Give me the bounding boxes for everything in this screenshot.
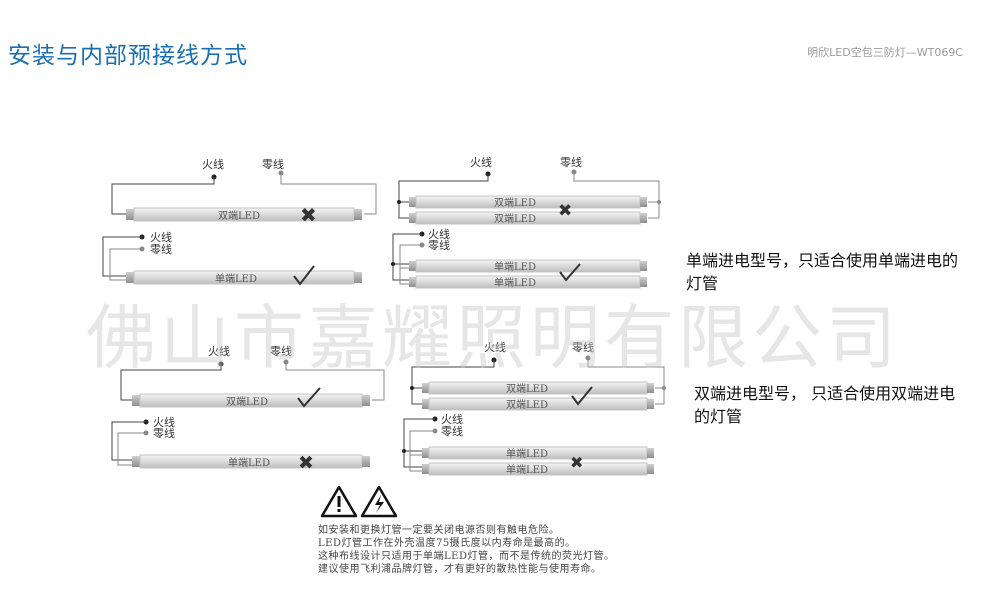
double-led-tube: 双端LED bbox=[132, 393, 370, 408]
tube-label: 单端LED bbox=[506, 447, 548, 460]
tube-label: 单端LED bbox=[506, 463, 548, 476]
cross-icon: ✖ bbox=[558, 201, 572, 221]
tube-label: 单端LED bbox=[228, 456, 270, 469]
neutral-label: 零线 bbox=[153, 426, 175, 440]
diagram-bl2-single-wrong: 火线 零线 单端LED ✖ bbox=[111, 415, 370, 474]
tube-label: 双端LED bbox=[494, 196, 536, 209]
single-led-tube: 单端LED bbox=[409, 275, 647, 289]
diagram-tl-double-wrong: 火线 零线 双端LED ✖ bbox=[111, 157, 377, 227]
warning-icon bbox=[320, 485, 358, 518]
diagram-mr-single-correct: 火线 零线 单端LED 单端LED bbox=[391, 227, 647, 289]
single-feed-description: 单端进电型号，只适合使用单端进电的灯管 bbox=[686, 251, 959, 293]
cross-icon: ✖ bbox=[300, 203, 317, 227]
cross-icon: ✖ bbox=[570, 453, 583, 472]
live-label: 火线 bbox=[202, 157, 224, 171]
warning-line: 这种布线设计只适用于单端LED灯管，而不是传统的荧光灯管。 bbox=[318, 551, 615, 562]
check-icon bbox=[571, 386, 593, 406]
tube-label: 单端LED bbox=[494, 276, 536, 289]
tube-label: 双端LED bbox=[218, 209, 260, 222]
watermark: 佛山市嘉耀照明有限公司 bbox=[86, 297, 900, 379]
live-label: 火线 bbox=[470, 155, 492, 169]
brand-label: 明欣LED空包三防灯—WT069C bbox=[807, 46, 963, 59]
live-label: 火线 bbox=[441, 412, 463, 426]
live-label: 火线 bbox=[484, 340, 506, 354]
tube-label: 双端LED bbox=[226, 395, 268, 408]
tube-label: 双端LED bbox=[506, 382, 548, 395]
live-label: 火线 bbox=[150, 230, 172, 244]
tube-label: 单端LED bbox=[494, 260, 536, 273]
diagram-tr-double-wrong: 火线 零线 双端LED 双端LED ✖ bbox=[397, 155, 661, 225]
warning-line: LED灯管工作在外壳温度75摄氏度以内寿命是最高的。 bbox=[318, 538, 576, 549]
single-led-tube: 单端LED bbox=[422, 446, 654, 460]
diagram-lr-double-correct: 火线 零线 双端LED 双端LED bbox=[410, 340, 666, 411]
electric-hazard-icon bbox=[360, 485, 398, 518]
check-icon bbox=[559, 263, 581, 282]
double-led-tube: 双端LED bbox=[409, 195, 647, 209]
tube-label: 双端LED bbox=[494, 212, 536, 225]
check-icon bbox=[297, 387, 321, 408]
diagram-br-single-wrong: 火线 零线 单端LED 单端LED ✖ bbox=[402, 412, 654, 476]
cross-icon: ✖ bbox=[298, 452, 314, 474]
tube-label: 单端LED bbox=[215, 272, 257, 285]
neutral-label: 零线 bbox=[262, 157, 284, 171]
check-icon bbox=[293, 265, 315, 286]
double-led-tube: 双端LED bbox=[126, 207, 362, 222]
diagram-bl-double-correct: 火线 零线 双端LED bbox=[120, 344, 385, 408]
single-led-tube: 单端LED bbox=[422, 462, 654, 476]
neutral-label: 零线 bbox=[560, 155, 582, 169]
neutral-label: 零线 bbox=[572, 340, 594, 354]
live-label: 火线 bbox=[153, 415, 175, 429]
neutral-label: 零线 bbox=[441, 424, 463, 438]
neutral-label: 零线 bbox=[270, 344, 292, 358]
live-label: 火线 bbox=[428, 227, 450, 241]
neutral-label: 零线 bbox=[428, 238, 450, 252]
single-led-tube: 单端LED bbox=[126, 270, 362, 285]
diagram-ml-single-correct: 火线 零线 单端LED bbox=[102, 230, 362, 286]
warning-line: 如安装和更换灯管一定要关闭电源否则有触电危险。 bbox=[318, 525, 560, 536]
double-led-tube: 双端LED bbox=[422, 381, 654, 395]
double-feed-description: 双端进电型号， 只适合使用双端进电的灯管 bbox=[694, 384, 956, 426]
double-led-tube: 双端LED bbox=[422, 397, 654, 411]
live-label: 火线 bbox=[208, 344, 230, 358]
single-led-tube: 单端LED bbox=[132, 454, 370, 469]
single-led-tube: 单端LED bbox=[409, 259, 647, 273]
double-led-tube: 双端LED bbox=[409, 211, 647, 225]
warning-line: 建议使用飞利浦品牌灯管，才有更好的散热性能与使用寿命。 bbox=[318, 564, 602, 575]
tube-label: 双端LED bbox=[506, 398, 548, 411]
page-title: 安装与内部预接线方式 bbox=[8, 43, 248, 69]
warning-notes: 如安装和更换灯管一定要关闭电源否则有触电危险。 LED灯管工作在外壳温度75摄氏… bbox=[318, 524, 614, 576]
neutral-label: 零线 bbox=[150, 242, 172, 256]
